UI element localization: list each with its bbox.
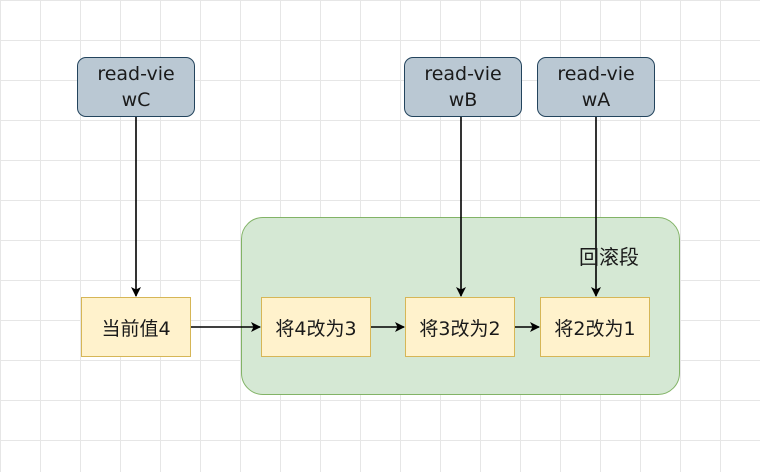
- read-view-a: read-viewA: [537, 57, 655, 117]
- undo-entry-4-to-3: 将4改为3: [261, 297, 371, 357]
- read-view-a-label: read-viewA: [557, 63, 635, 111]
- read-view-b-label: read-viewB: [424, 63, 502, 111]
- read-view-c-label: read-viewC: [97, 63, 175, 111]
- undo-entry-label: 将3改为2: [419, 317, 501, 340]
- read-view-c: read-viewC: [77, 57, 195, 117]
- rollback-segment-label: 回滚段: [579, 245, 639, 269]
- read-view-b: read-viewB: [404, 57, 522, 117]
- undo-entry-label: 将2改为1: [554, 317, 636, 340]
- undo-entry-2-to-1: 将2改为1: [540, 297, 650, 357]
- undo-entry-label: 将4改为3: [275, 317, 357, 340]
- undo-entry-3-to-2: 将3改为2: [405, 297, 515, 357]
- current-value-label: 当前值4: [101, 317, 171, 340]
- current-value-node: 当前值4: [81, 297, 191, 357]
